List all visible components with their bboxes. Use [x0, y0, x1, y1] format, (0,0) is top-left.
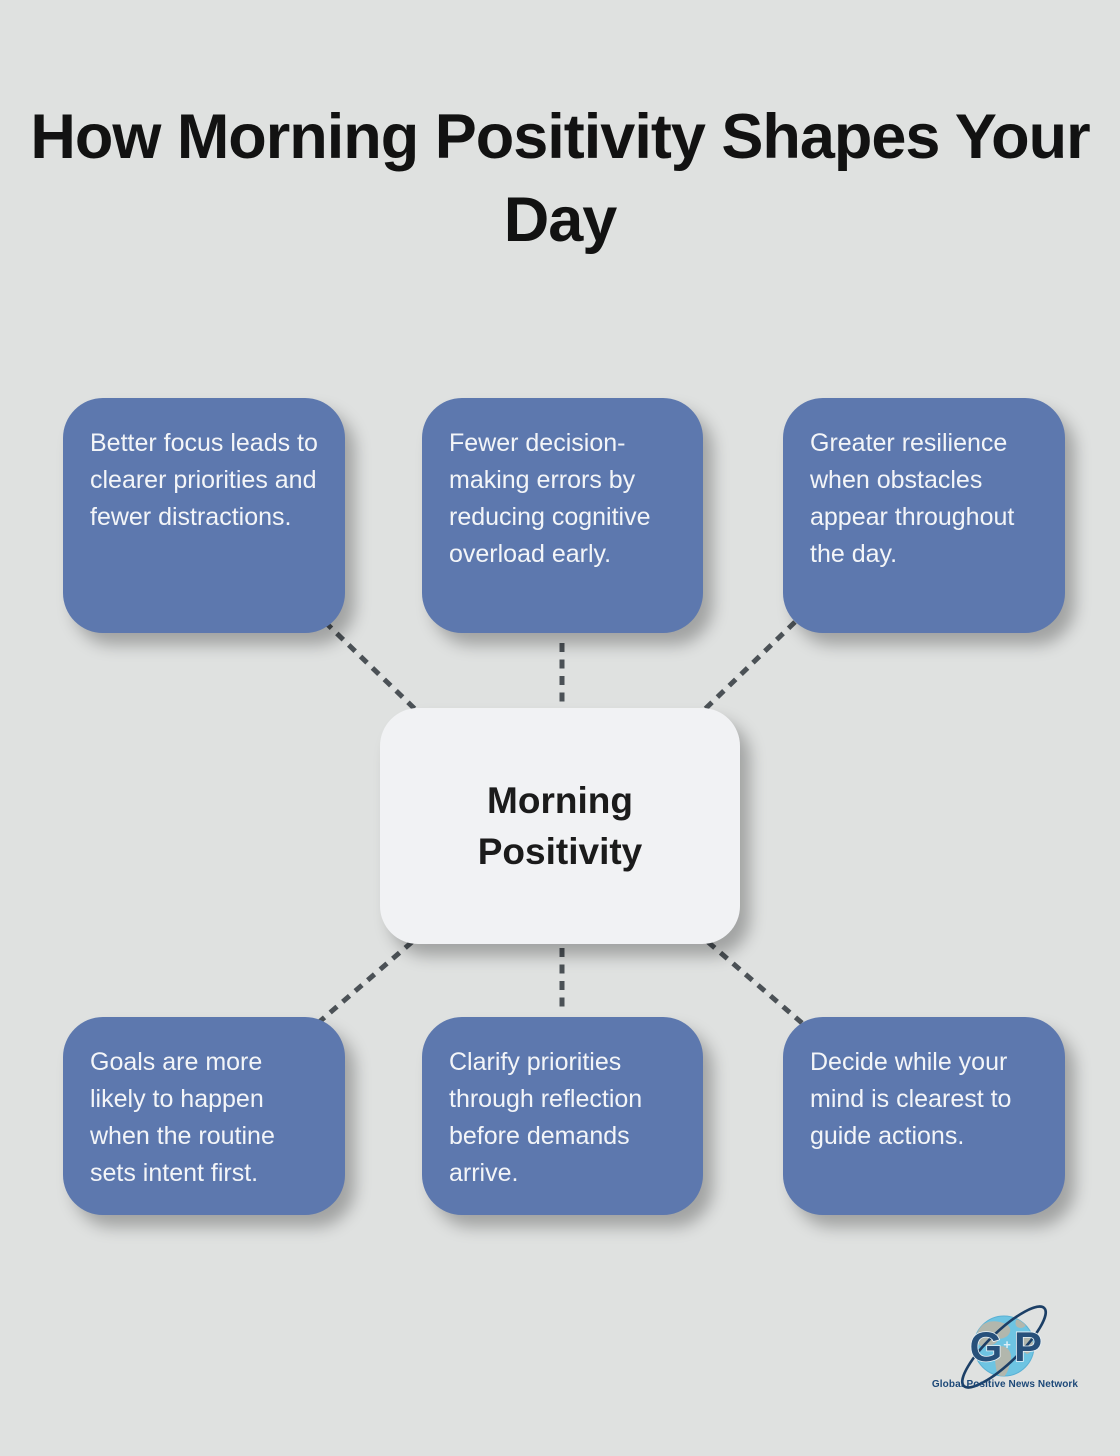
- connector-top-left: [323, 620, 420, 714]
- benefit-text: Fewer decision-making errors by reducing…: [449, 429, 651, 568]
- globe-icon: [961, 1305, 1047, 1389]
- benefit-text: Greater resilience when obstacles appear…: [810, 429, 1015, 568]
- plus-icon: +: [1003, 1337, 1011, 1352]
- logo-letter-g: G: [970, 1323, 1003, 1370]
- center-node: Morning Positivity: [380, 708, 740, 944]
- benefit-text: Decide while your mind is clearest to gu…: [810, 1048, 1012, 1150]
- benefit-box-bottom-middle: Clarify priorities through reflection be…: [422, 1017, 703, 1215]
- logo-global-positive-news-network: G P + Global Positive News Network: [932, 1305, 1079, 1390]
- connector-top-right: [700, 620, 797, 714]
- connector-bottom-left: [316, 940, 414, 1025]
- center-node-label: Morning Positivity: [477, 779, 643, 872]
- page-title: How Morning Positivity Shapes Your Day: [30, 102, 1090, 256]
- benefit-box-top-right: Greater resilience when obstacles appear…: [783, 398, 1065, 633]
- logo-letter-p: P: [1014, 1323, 1042, 1370]
- benefit-text: Goals are more likely to happen when the…: [90, 1048, 275, 1187]
- orbit-ellipse: [961, 1305, 1047, 1389]
- benefit-box-top-left: Better focus leads to clearer priorities…: [63, 398, 345, 633]
- benefit-box-top-middle: Fewer decision-making errors by reducing…: [422, 398, 703, 633]
- benefit-box-bottom-right: Decide while your mind is clearest to gu…: [783, 1017, 1065, 1215]
- benefit-text: Better focus leads to clearer priorities…: [90, 429, 318, 531]
- connector-bottom-right: [706, 940, 804, 1025]
- logo-caption: Global Positive News Network: [932, 1379, 1079, 1390]
- benefit-box-bottom-left: Goals are more likely to happen when the…: [63, 1017, 345, 1215]
- benefit-text: Clarify priorities through reflection be…: [449, 1048, 643, 1187]
